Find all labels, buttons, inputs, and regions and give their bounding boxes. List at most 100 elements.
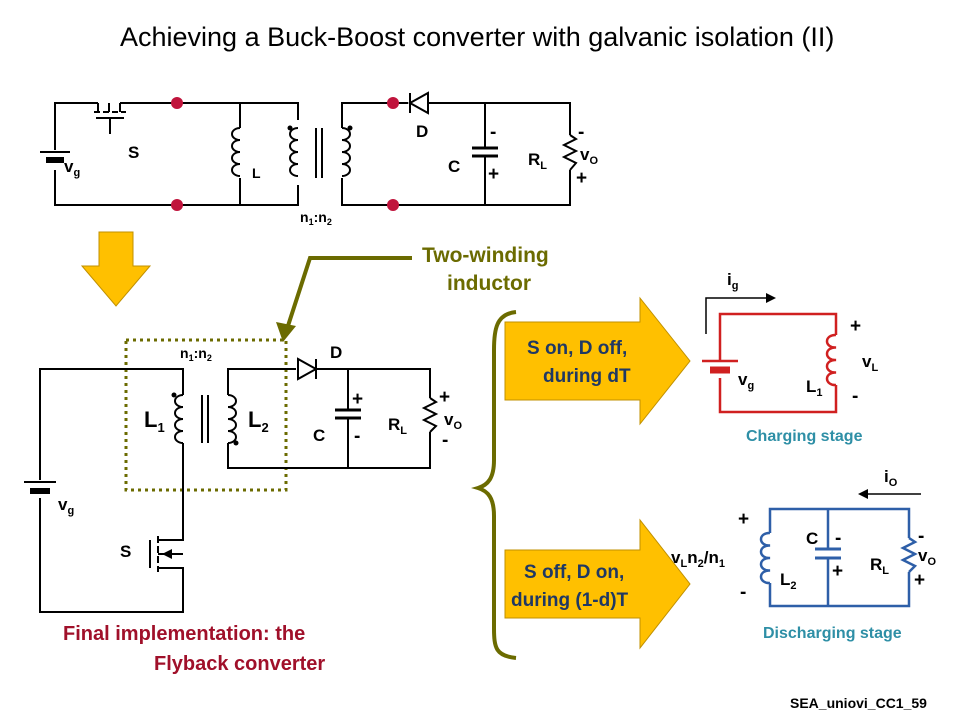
phase-off-line2: during (1-d)T — [511, 590, 629, 611]
two-winding-box — [124, 338, 288, 492]
fly-secondary-bottom — [227, 432, 431, 469]
discharging-load-label: RL — [870, 555, 889, 577]
discharging-cap-minus: - — [835, 528, 841, 549]
phase-brace — [471, 310, 517, 660]
fly-diode-triangle — [297, 357, 319, 381]
charging-source-label: vg — [738, 370, 754, 392]
phase-on-arrow — [504, 296, 691, 426]
fly-wire-left-bottom — [39, 498, 184, 613]
discharging-coil — [759, 531, 771, 585]
top-dot — [171, 199, 183, 211]
fly-switch-arrow — [162, 549, 172, 559]
top-cap-plus: + — [488, 164, 499, 185]
top-dot — [387, 97, 399, 109]
charging-circuit — [718, 312, 838, 414]
discharging-vlabel: vLn2/n1 — [671, 548, 725, 570]
polarity-dot — [287, 125, 293, 131]
discharging-resistor — [900, 536, 918, 573]
charging-inductor-label: L1 — [806, 377, 823, 399]
callout-line1: Two-winding — [422, 244, 549, 267]
slide-title: Achieving a Buck-Boost converter with ga… — [120, 22, 834, 52]
discharging-out-label: vO — [918, 546, 936, 568]
top-out-plus: + — [576, 168, 587, 189]
top-polarity-dots — [287, 125, 353, 131]
discharging-inductor-label: L2 — [780, 570, 797, 592]
fly-switch-label: S — [120, 542, 131, 561]
charging-vl-label: vL — [862, 352, 878, 374]
fly-diode-label: D — [330, 343, 342, 362]
top-inductor-coil — [231, 127, 241, 177]
charging-coil — [825, 333, 837, 387]
charging-plus: + — [850, 316, 861, 337]
discharging-plus: + — [738, 509, 749, 530]
discharging-current-arrowhead — [858, 489, 868, 499]
top-terminal-dots — [171, 97, 399, 211]
fly-caption-line2: Flyback converter — [154, 653, 325, 675]
top-load-label: RL — [528, 150, 547, 172]
callout-leader — [284, 256, 412, 333]
fly-l2-label: L2 — [248, 407, 269, 435]
fly-cap-minus: - — [354, 426, 360, 447]
top-out-minus: - — [578, 122, 584, 143]
fly-primary-coil — [174, 394, 184, 444]
top-primary-wire — [54, 102, 98, 150]
charging-minus: - — [852, 386, 858, 407]
top-secondary-wire-top2 — [428, 102, 571, 135]
top-switch-label: S — [128, 143, 139, 162]
fly-ratio-label: n1:n2 — [180, 345, 212, 363]
discharging-out-plus: + — [914, 570, 925, 591]
discharging-wire-bottom — [768, 572, 911, 608]
top-resistor-zigzag — [561, 134, 579, 171]
discharging-circuit — [759, 507, 918, 608]
fly-cap-label: C — [313, 426, 325, 445]
top-ratio-label: n1:n2 — [300, 209, 332, 227]
charging-wire-top — [718, 312, 838, 360]
fly-polarity-dot — [171, 392, 177, 398]
discharging-out-minus: - — [918, 526, 924, 547]
top-cap-minus: - — [490, 122, 496, 143]
fly-out-label: vO — [444, 410, 462, 432]
charging-current-arrowhead — [766, 293, 776, 303]
fly-resistor — [421, 397, 439, 433]
top-diode-triangle — [407, 91, 429, 115]
discharging-current-label: iO — [884, 467, 898, 489]
callout-arrowhead — [276, 322, 296, 342]
discharging-cap-label: C — [806, 529, 818, 548]
discharging-wire-top — [768, 507, 911, 538]
fly-caption-line1: Final implementation: the — [63, 623, 305, 645]
discharging-cap-plus: + — [832, 561, 843, 582]
top-circuit — [40, 91, 579, 206]
fly-switch-source — [158, 567, 184, 575]
top-diode-label: D — [416, 122, 428, 141]
discharging-minus: - — [740, 582, 746, 603]
phase-off-arrow — [504, 518, 691, 650]
polarity-dot — [347, 125, 353, 131]
charging-current-label: ig — [727, 270, 738, 292]
fly-cap-plus: + — [352, 389, 363, 410]
top-dot — [387, 199, 399, 211]
fly-load-label: RL — [388, 415, 407, 437]
phase-on-line2: during dT — [543, 366, 631, 387]
top-out-label: vO — [580, 145, 598, 167]
top-primary-wire-top — [120, 102, 299, 120]
callout-line2: inductor — [447, 272, 531, 295]
flyback-circuit — [24, 357, 439, 613]
top-secondary-wire-bottom — [341, 170, 571, 206]
fly-out-plus: + — [439, 387, 450, 408]
top-inductor-label: L — [252, 165, 261, 181]
top-source-label: vg — [64, 157, 80, 179]
top-secondary-wire-top — [341, 102, 408, 128]
fly-secondary-after-diode — [316, 368, 431, 398]
discharging-caption: Discharging stage — [763, 625, 902, 642]
fly-l1-label: L1 — [144, 407, 165, 435]
top-cap-label: C — [448, 157, 460, 176]
charging-caption: Charging stage — [746, 428, 863, 445]
fly-wire-left-top — [39, 368, 184, 480]
fly-secondary-top — [227, 368, 296, 395]
fly-polarity-dot — [233, 440, 239, 446]
fly-source-label: vg — [58, 495, 74, 517]
charging-current-arrow — [705, 297, 768, 334]
phase-on-line1: S on, D off, — [527, 338, 627, 359]
fly-secondary-coil — [227, 394, 237, 444]
